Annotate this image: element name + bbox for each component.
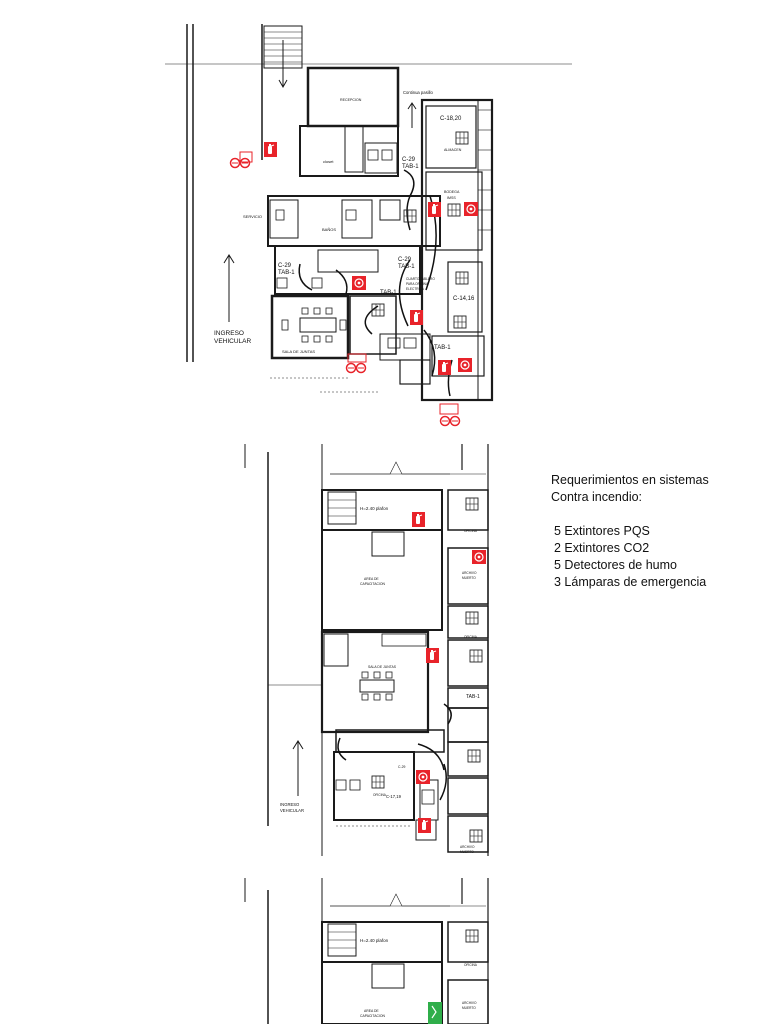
circuit-label: C-17,19 [386, 794, 402, 799]
archivo-label-2: MUERTO [462, 1006, 476, 1010]
ingreso-label: INGRESO [214, 330, 244, 337]
cuarto-electrico-label-2: PARA OFICINA [406, 282, 429, 286]
requirement-item-smoke: 5 Detectores de humo [554, 558, 677, 572]
plafon-label: H=2.40 plafon [360, 938, 389, 943]
fire-extinguisher-icon [425, 647, 440, 664]
archivo-label: ARCHIVO [460, 845, 475, 849]
fire-extinguisher-icon [411, 511, 426, 528]
cuarto-electrico-label: CUARTO TABLERO [406, 277, 435, 281]
cuarto-electrico-label-3: ELECTRICA [406, 287, 425, 291]
arrow-up-icon [223, 254, 235, 322]
closet-label: closet [323, 159, 334, 164]
smoke-detector-icon [463, 201, 479, 217]
fire-extinguisher-icon [409, 309, 424, 326]
tablero-label: TAB-1 [278, 270, 295, 276]
stair-icon [327, 923, 357, 957]
bodega-label: BODEGA [444, 190, 460, 194]
area-label-2: CAPACITACION [360, 582, 385, 586]
smoke-detector-icon [415, 769, 431, 785]
requirements-subtitle: Contra incendio: [551, 490, 643, 504]
fire-extinguisher-icon [437, 359, 452, 376]
requirements-title: Requerimientos en sistemas [551, 473, 709, 487]
oficina-label: OFICINA [464, 963, 478, 967]
fire-requirements-note: Requerimientos en sistemas Contra incend… [551, 472, 761, 591]
servicio-label: SERVICIO [243, 214, 262, 219]
emergency-lamp-icon [439, 403, 461, 427]
exit-sign-icon [428, 1002, 442, 1024]
third-floor-plan [244, 878, 489, 1025]
circuit-label: C-29 [398, 765, 405, 769]
oficina-label: OFICINA [373, 793, 387, 797]
plan1-safety-symbols [229, 141, 479, 427]
plan3-safety-symbols [428, 1002, 442, 1024]
area-label: AREA DE [364, 1009, 379, 1013]
oficina-label: OFICINA [464, 529, 478, 533]
continua-pasillo-label: Continua pasillo [403, 90, 433, 95]
sala-juntas-label: SALA DE JUNTAS [368, 665, 397, 669]
area-label: AREA DE [364, 577, 379, 581]
recepcion-label: RECEPCION [340, 98, 362, 102]
tablero-label: TAB-1 [402, 164, 419, 170]
fire-extinguisher-icon [427, 201, 442, 218]
requirement-item-co2: 2 Extintores CO2 [554, 541, 650, 555]
archivo-label: ARCHIVO [462, 571, 477, 575]
almacen-label: ALMACEN [444, 148, 462, 152]
plafon-label: H=2.40 plafon [360, 506, 389, 511]
archivo-label-2: MUERTO [462, 576, 476, 580]
vehicular-label: VEHICULAR [280, 808, 304, 813]
vehicular-label: VEHICULAR [214, 338, 252, 345]
circuit-label: C-29 [278, 263, 292, 269]
circuit-label: C-29 [402, 157, 416, 163]
plan3-labels: H=2.40 plafon AREA DE CAPACITACION OFICI… [360, 938, 478, 1018]
archivo-label: ARCHIVO [462, 1001, 477, 1005]
requirements-list: 5 Extintores PQS 2 Extintores CO2 5 Dete… [551, 523, 761, 591]
sala-juntas-label: SALA DE JUNTAS [282, 349, 315, 354]
plan2-labels: H=2.40 plafon AREA DE CAPACITACION SALA … [280, 506, 480, 854]
arrow-up-icon [407, 102, 417, 128]
emergency-lamp-icon [229, 151, 253, 169]
circuit-label: C-14,16 [453, 296, 475, 302]
stair-icon [327, 491, 357, 525]
plan1-labels: INGRESO VEHICULAR SALA DE JUNTAS SERVICI… [214, 90, 475, 354]
archivo-label-2: MUERTO [460, 850, 474, 854]
smoke-detector-icon [351, 275, 367, 291]
requirement-item-lamps: 3 Lámparas de emergencia [554, 575, 707, 589]
ingreso-label: INGRESO [280, 802, 300, 807]
ground-floor-plan [165, 24, 572, 402]
oficina-label: OFICINA [464, 635, 478, 639]
tablero-label: TAB-1 [398, 264, 415, 270]
fire-extinguisher-icon [417, 817, 432, 834]
tablero-label: TAB-1 [434, 345, 451, 351]
circuit-label: C-29 [398, 257, 412, 263]
stair-icon [263, 25, 303, 89]
smoke-detector-icon [471, 549, 487, 565]
fire-extinguisher-icon [263, 141, 278, 158]
smoke-detector-icon [457, 357, 473, 373]
sanitario-label: BAÑOS [322, 227, 336, 232]
tablero-label: TAB-1 [380, 290, 397, 296]
plan2-safety-symbols [411, 511, 487, 834]
area-label-2: CAPACITACION [360, 1014, 385, 1018]
arrow-up-icon [292, 740, 304, 796]
emergency-lamp-icon [345, 353, 367, 374]
circuit-label: C-18,20 [440, 116, 462, 122]
requirement-item-pqs: 5 Extintores PQS [554, 524, 650, 538]
tablero-label: TAB-1 [466, 694, 480, 700]
bodega-label-2: IMSS [447, 196, 456, 200]
